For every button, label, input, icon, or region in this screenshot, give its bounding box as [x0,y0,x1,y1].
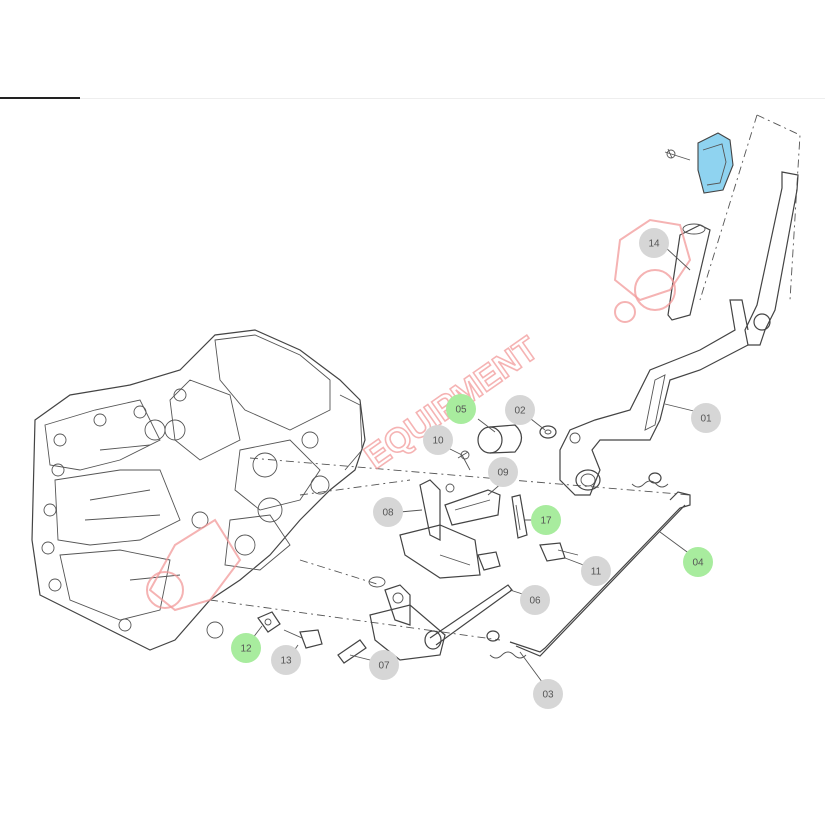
header-rule-light [80,98,825,99]
callout-13: 13 [271,645,301,675]
callout-04: 04 [683,547,713,577]
shift-bracket [399,450,501,579]
callout-03: 03 [533,679,563,709]
leader-lines [248,246,707,691]
callout-number: 12 [240,644,252,655]
callout-number: 11 [591,567,602,578]
callout-bubble [531,505,561,535]
callout-bubble [446,394,476,424]
transmission-housing [31,329,366,651]
callout-number: 17 [540,516,552,527]
callout-bubble [581,556,611,586]
shift-rod [424,584,513,650]
callout-14: 14 [639,228,669,258]
callout-02: 02 [505,395,535,425]
callout-bubble [520,585,550,615]
callout-bubble [639,228,669,258]
callout-08: 08 [373,497,403,527]
callout-12: 12 [231,633,261,663]
callout-bubble [369,650,399,680]
callout-number: 01 [700,414,712,425]
bolts [283,542,579,649]
assembly-axis-lines [209,114,801,641]
callout-bubble [683,547,713,577]
callout-bubble [373,497,403,527]
callout-01: 01 [691,403,721,433]
lever-knob [664,132,734,194]
callout-11: 11 [581,556,611,586]
callout-06: 06 [520,585,550,615]
callout-labels: 01 02 03 04 05 06 07 08 09 10 11 12 13 14 17 [231,228,721,709]
callout-number: 10 [432,436,444,447]
callout-bubble [691,403,721,433]
callout-number: 04 [692,558,704,569]
callout-09: 09 [488,457,518,487]
callout-number: 08 [382,508,394,519]
callout-number: 05 [455,405,467,416]
lever-knob-body [697,132,734,194]
lever-sleeve [667,223,711,321]
shift-fork [368,576,446,661]
callout-07: 07 [369,650,399,680]
callout-17: 17 [531,505,561,535]
callout-bubble [505,395,535,425]
callout-number: 02 [514,406,526,417]
callout-05: 05 [446,394,476,424]
spacer-plate [511,494,528,539]
callout-number: 14 [648,239,660,250]
callout-10: 10 [423,425,453,455]
callout-number: 03 [542,690,554,701]
watermark-logo: EQUIPMENT [146,218,692,612]
callout-number: 13 [280,656,292,667]
lock-plate [257,611,281,633]
roll-pin [337,639,367,664]
callout-number: 06 [529,596,541,607]
link-rod [486,472,691,659]
callout-bubble [423,425,453,455]
callout-bubble [231,633,261,663]
callout-number: 07 [378,661,390,672]
callout-bubble [488,457,518,487]
gear-lever [559,171,799,496]
callout-bubble [533,679,563,709]
bushing-and-washer [477,424,557,454]
header-rule [0,97,80,99]
callout-bubble [271,645,301,675]
callout-number: 09 [497,468,509,479]
